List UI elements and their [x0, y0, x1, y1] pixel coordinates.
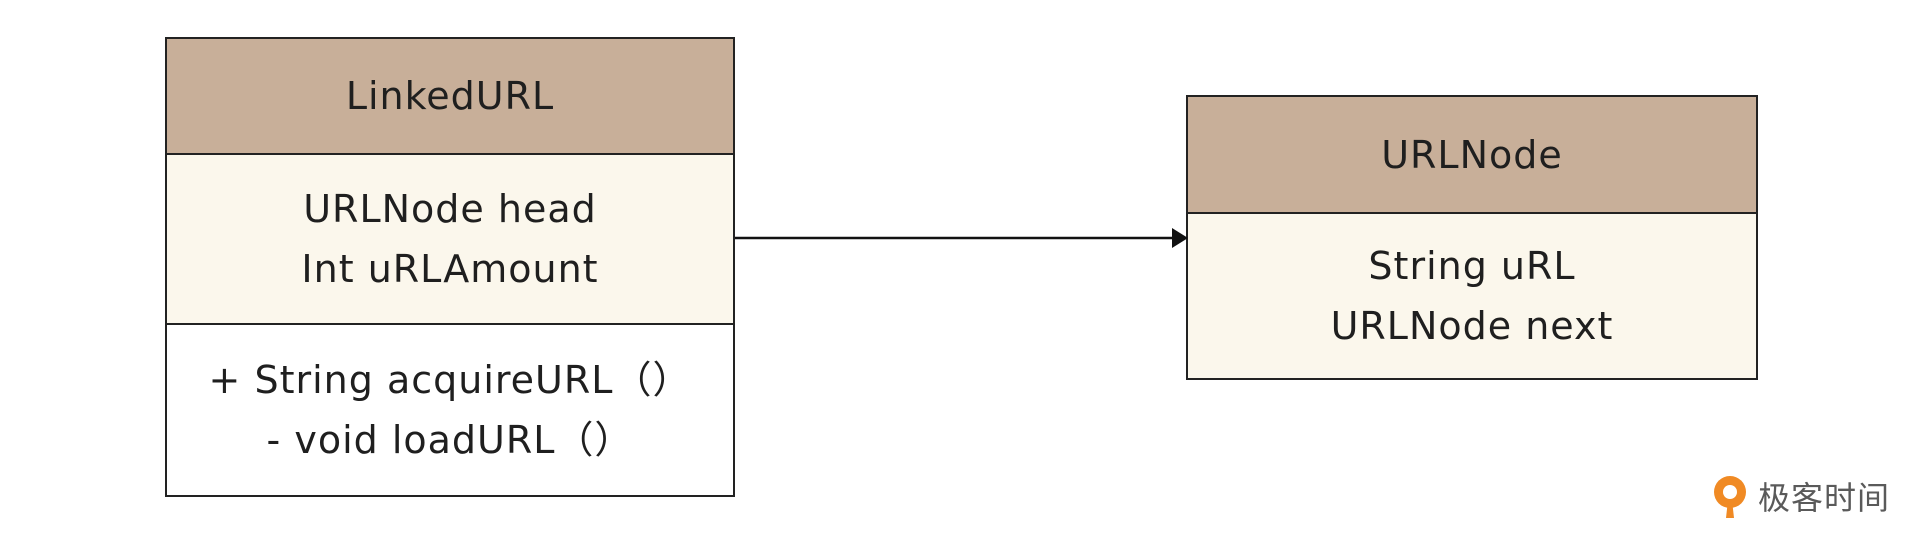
attribute-item: String uRL: [1368, 244, 1576, 288]
class-box-linkedurl: LinkedURL URLNode head Int uRLAmount + S…: [165, 37, 735, 497]
attribute-item: Int uRLAmount: [301, 247, 599, 291]
class-name: LinkedURL: [167, 39, 733, 155]
methods-section: + String acquireURL（） - void loadURL（）: [167, 323, 733, 495]
method-item: + String acquireURL（）: [208, 358, 692, 402]
geektime-watermark: 极客时间: [1708, 472, 1890, 520]
attribute-item: URLNode head: [303, 187, 597, 231]
attribute-item: URLNode next: [1330, 304, 1614, 348]
attributes-section: URLNode head Int uRLAmount: [167, 155, 733, 323]
watermark-text: 极客时间: [1758, 479, 1891, 517]
attributes-section: String uRL URLNode next: [1188, 214, 1756, 378]
geektime-logo-icon: [1714, 476, 1746, 518]
class-name: URLNode: [1188, 97, 1756, 214]
method-item: - void loadURL（）: [266, 418, 634, 462]
class-box-urlnode: URLNode String uRL URLNode next: [1186, 95, 1758, 380]
arrowhead-icon: [1172, 228, 1188, 248]
